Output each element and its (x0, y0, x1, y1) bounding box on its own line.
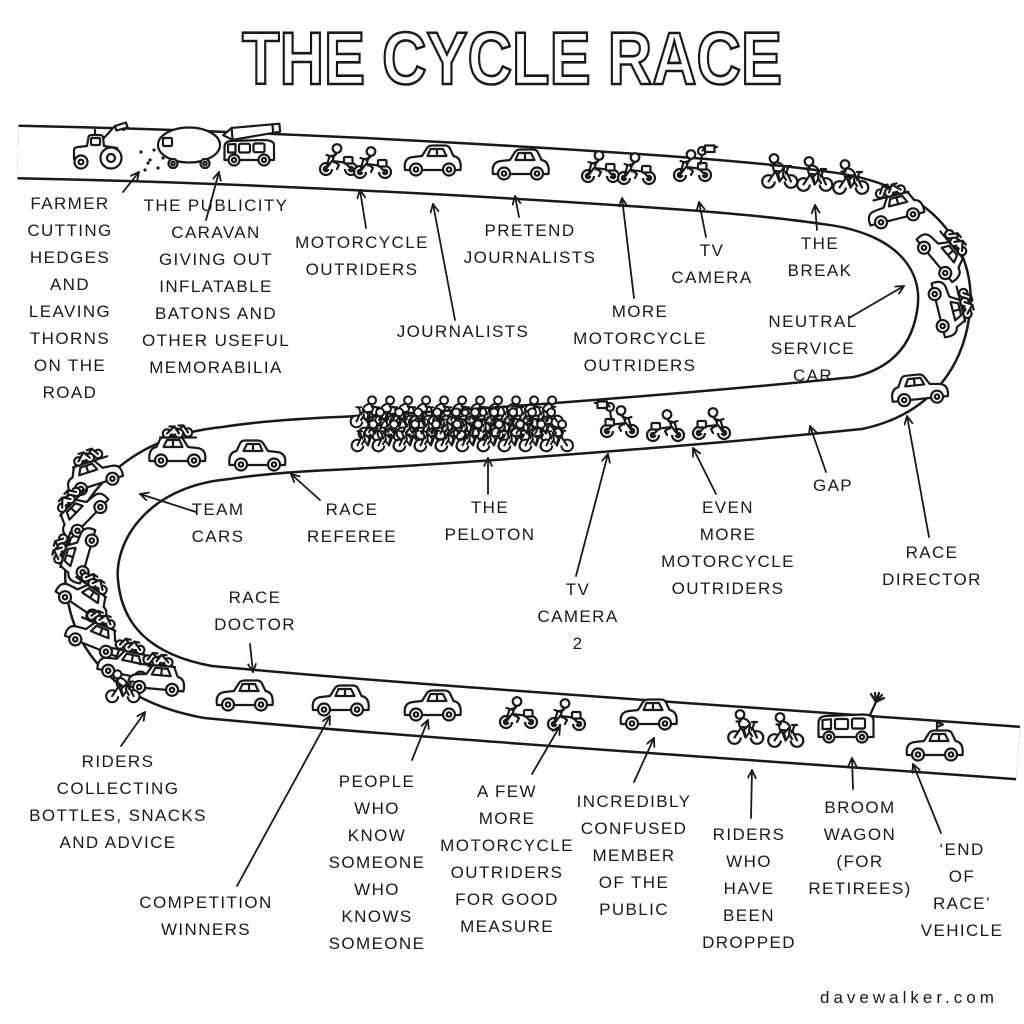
label-journalists: JOURNALISTS (396, 322, 530, 341)
thorns-icon (139, 148, 165, 172)
label-riders-collecting: RIDERS COLLECTING BOTTLES, SNACKS AND AD… (29, 752, 207, 852)
label-neutral-service-car: NEUTRAL SERVICE CAR (768, 312, 858, 385)
label-broom-wagon: BROOM WAGON (FOR RETIREES) (808, 798, 912, 898)
arrow-publicity-caravan (205, 171, 219, 221)
label-the-peloton: THE PELOTON (444, 498, 536, 544)
arrow-tv-camera (699, 201, 707, 238)
arrow-neutral-service-car (848, 285, 905, 319)
label-team-cars: TEAM CARS (191, 500, 245, 546)
label-race-referee: RACE REFEREE (306, 500, 398, 546)
label-even-more-outriders: EVEN MORE MOTORCYCLE OUTRIDERS (661, 498, 795, 598)
arrow-race-director (907, 415, 930, 538)
arrow-confused-member (633, 737, 654, 783)
arrow-team-cars (139, 494, 197, 513)
arrow-end-of-race (913, 763, 942, 834)
label-more-motorcycle-outriders: MORE MOTORCYCLE OUTRIDERS (573, 302, 707, 375)
arrow-gap (810, 425, 827, 473)
pencil-van-icon (221, 122, 282, 167)
label-few-more-outriders: A FEW MORE MOTORCYCLE OUTRIDERS FOR GOOD… (440, 782, 574, 936)
arrow-riders-collecting (120, 711, 146, 747)
label-race-doctor: RACE DOCTOR (214, 588, 296, 634)
arrow-farmer (122, 171, 140, 193)
arrow-few-more-outriders (531, 725, 561, 775)
page-title: THE CYCLE RACE (242, 17, 782, 100)
arrow-dropped-riders (751, 769, 752, 819)
arrow-even-more-outriders (692, 447, 717, 495)
label-tv-camera-2: TV CAMERA 2 (537, 580, 619, 653)
label-pretend-journalists: PRETEND JOURNALISTS (463, 221, 597, 267)
arrow-tv-camera-2 (575, 453, 608, 577)
label-confused-member: INCREDIBLY CONFUSED MEMBER OF THE PUBLIC (576, 792, 692, 919)
label-tv-camera: TV CAMERA (671, 241, 753, 287)
label-race-director: RACE DIRECTOR (882, 543, 982, 589)
label-gap: GAP (812, 476, 854, 495)
arrow-pretend-journalists (515, 195, 519, 218)
label-the-break: THE BREAK (787, 234, 853, 280)
pointer-arrows (120, 171, 942, 887)
label-motorcycle-outriders: MOTORCYCLE OUTRIDERS (295, 233, 429, 279)
arrow-race-doctor (250, 643, 253, 673)
label-people-who-know: PEOPLE WHO KNOW SOMEONE WHO KNOWS SOMEON… (328, 772, 426, 953)
arrow-the-break (815, 204, 817, 231)
label-dropped-riders: RIDERS WHO HAVE BEEN DROPPED (702, 825, 796, 952)
arrow-broom-wagon (852, 757, 853, 790)
label-farmer: FARMER CUTTING HEDGES AND LEAVING THORNS… (27, 194, 113, 402)
arrow-people-who-know (411, 719, 428, 761)
label-competition-winners: COMPETITION WINNERS (139, 893, 273, 939)
arrow-journalists (433, 203, 456, 321)
label-publicity-caravan: THE PUBLICITY CARAVAN GIVING OUT INFLATA… (141, 196, 291, 377)
arrow-motorcycle-outriders (360, 189, 367, 229)
arrow-competition-winners (236, 715, 331, 887)
arrow-more-motorcycle-outriders (622, 197, 635, 299)
artist-credit: davewalker.com (820, 988, 998, 1007)
arrow-race-referee (290, 473, 321, 501)
label-end-of-race: ‘END OF RACE’ VEHICLE (920, 840, 1004, 940)
